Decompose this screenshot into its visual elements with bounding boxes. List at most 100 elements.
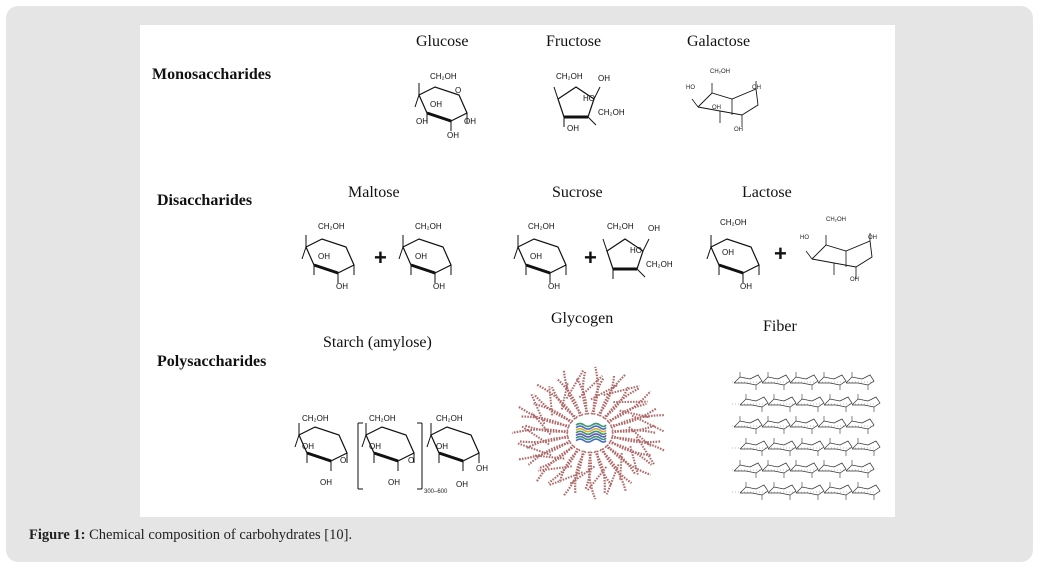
glycogen-branch [596,450,613,487]
fiber-title: Fiber [763,318,797,335]
maltose-oh-label: OH [318,252,330,261]
carbohydrate-illustration: CH₂OH O OH OH OH OH CH₂OH OH HO CH₂OH OH… [293,69,881,501]
maltose-structure: CH₂OH OH OH + CH₂OH OH OH [300,222,453,291]
caption-label: Figure 1: [29,527,86,543]
galactose-title: Galactose [687,33,751,50]
glycogen-branch [602,386,630,419]
glycogen-branch [607,402,647,425]
glycogen-branch [574,450,587,493]
glycogen-branch [556,377,581,417]
starch-oh-label: OH [320,478,332,487]
maltose-ch2oh-label: CH₂OH [415,222,442,231]
glycogen-branch [604,445,636,475]
sucrose-ch2oh-label: CH₂OH [528,222,555,231]
fructose-oh-label: OH [567,124,579,133]
glycogen-branch [563,450,584,497]
sucrose-ch2oh-label: CH₂OH [646,260,673,269]
sucrose-ho-label: HO [630,246,642,255]
glycogen-sub-branch [628,426,652,447]
starch-oh-label: OH [388,478,400,487]
glycogen-sub-branch [590,384,619,401]
glycogenin-protein-strand [575,427,607,433]
starch-oh-label: OH [436,442,448,451]
glycogen-branch [611,436,666,452]
sucrose-oh-label: OH [548,282,560,291]
galactose-ho-label: HO [686,85,695,91]
starch-title: Starch (amylose) [323,334,432,351]
fiber-glucose-unit [795,393,825,413]
fructose-ho-label: HO [583,94,595,103]
glycogen-sub-branch [548,471,583,487]
fiber-glucose-unit [851,393,881,413]
caption-text: Chemical composition of carbohydrates [1… [85,527,353,543]
glycogen-branch [558,448,581,484]
glucose-oh-label: OH [464,117,476,126]
fructose-oh-label: OH [598,74,610,83]
glycogen-branch [596,375,616,417]
fiber-glucose-unit [733,371,763,391]
glycogen-branch [533,393,574,423]
glycogen-branch [575,377,588,415]
fructose-structure: CH₂OH OH HO CH₂OH OH [552,72,625,133]
sucrose-oh-label: OH [530,252,542,261]
fiber-glucose-unit [733,415,763,435]
galactose-oh-label: OH [752,85,761,91]
fiber-glucose-unit [739,393,769,413]
fiber-glucose-unit [817,371,847,391]
starch-ch2oh-label: CH₂OH [302,414,329,423]
sucrose-title: Sucrose [552,184,603,201]
glycogen-branch [550,386,578,419]
fiber-glucose-unit [789,371,819,391]
glycogen-branch [593,450,606,493]
glucose-oh-label: OH [430,100,442,109]
fiber-glucose-unit [761,459,791,479]
sucrose-ch2oh-label: CH₂OH [607,222,634,231]
maltose-oh-label: OH [415,252,427,261]
glucose-ch2oh-label: CH₂OH [430,72,457,81]
fiber-glucose-unit [767,437,797,457]
fiber-glucose-unit [739,437,769,457]
fiber-glucose-unit [761,371,791,391]
fructose-ch2oh-label: CH₂OH [556,72,583,81]
galactose-ch2oh-label: CH₂OH [710,69,730,75]
sucrose-plus-sign: + [584,245,597,270]
lactose-ch2oh-label: CH₂OH [720,218,747,227]
glycogen-branch [609,439,651,457]
glycogen-branch [517,405,570,427]
glycogen-sub-branch [578,375,604,399]
fiber-glucose-unit [823,481,853,501]
figure-panel: CH₂OH O OH OH OH OH CH₂OH OH HO CH₂OH OH… [140,25,895,517]
glycogen-branch [536,383,576,420]
starch-ch2oh-label: CH₂OH [369,414,396,423]
starch-oh-label: OH [476,464,488,473]
lactose-oh-label: OH [722,248,734,257]
glycogen-sub-branch [603,385,640,396]
fiber-glucose-unit [823,393,853,413]
starch-oh-label: OH [369,442,381,451]
sucrose-oh-label: OH [648,224,660,233]
glycogen-sub-branch [619,409,651,419]
fiber-glucose-unit [845,415,875,435]
fructose-ch2oh-label: CH₂OH [598,108,625,117]
fiber-glucose-unit [761,415,791,435]
fiber-glucose-unit [795,437,825,457]
lactose-oh-label: OH [850,277,859,283]
fiber-illustration [732,371,881,501]
glycogen-illustration [511,366,666,500]
starch-o-label: O [340,456,346,465]
lactose-structure: CH₂OH OH OH + CH₂OH HO OH OH [705,217,877,291]
glycogen-sub-branch [629,445,639,475]
starch-oh-label: OH [456,480,468,489]
glycogen-sub-branch [532,454,565,460]
glycogen-branch [525,436,569,450]
galactose-oh-label: OH [734,127,743,133]
glycogenin-protein-strand [575,422,607,428]
row-label-monosaccharides: Monosaccharides [152,66,272,83]
starch-structure: CH₂OH OH OH O CH₂OH OH OH O 300–600 CH₂O… [293,414,488,495]
fiber-glucose-unit [767,481,797,501]
glycogen-branch [518,439,571,461]
fiber-glucose-unit [789,415,819,435]
maltose-oh-label: OH [336,282,348,291]
row-label-polysaccharides: Polysaccharides [157,353,267,370]
lactose-ho-label: HO [800,235,809,241]
